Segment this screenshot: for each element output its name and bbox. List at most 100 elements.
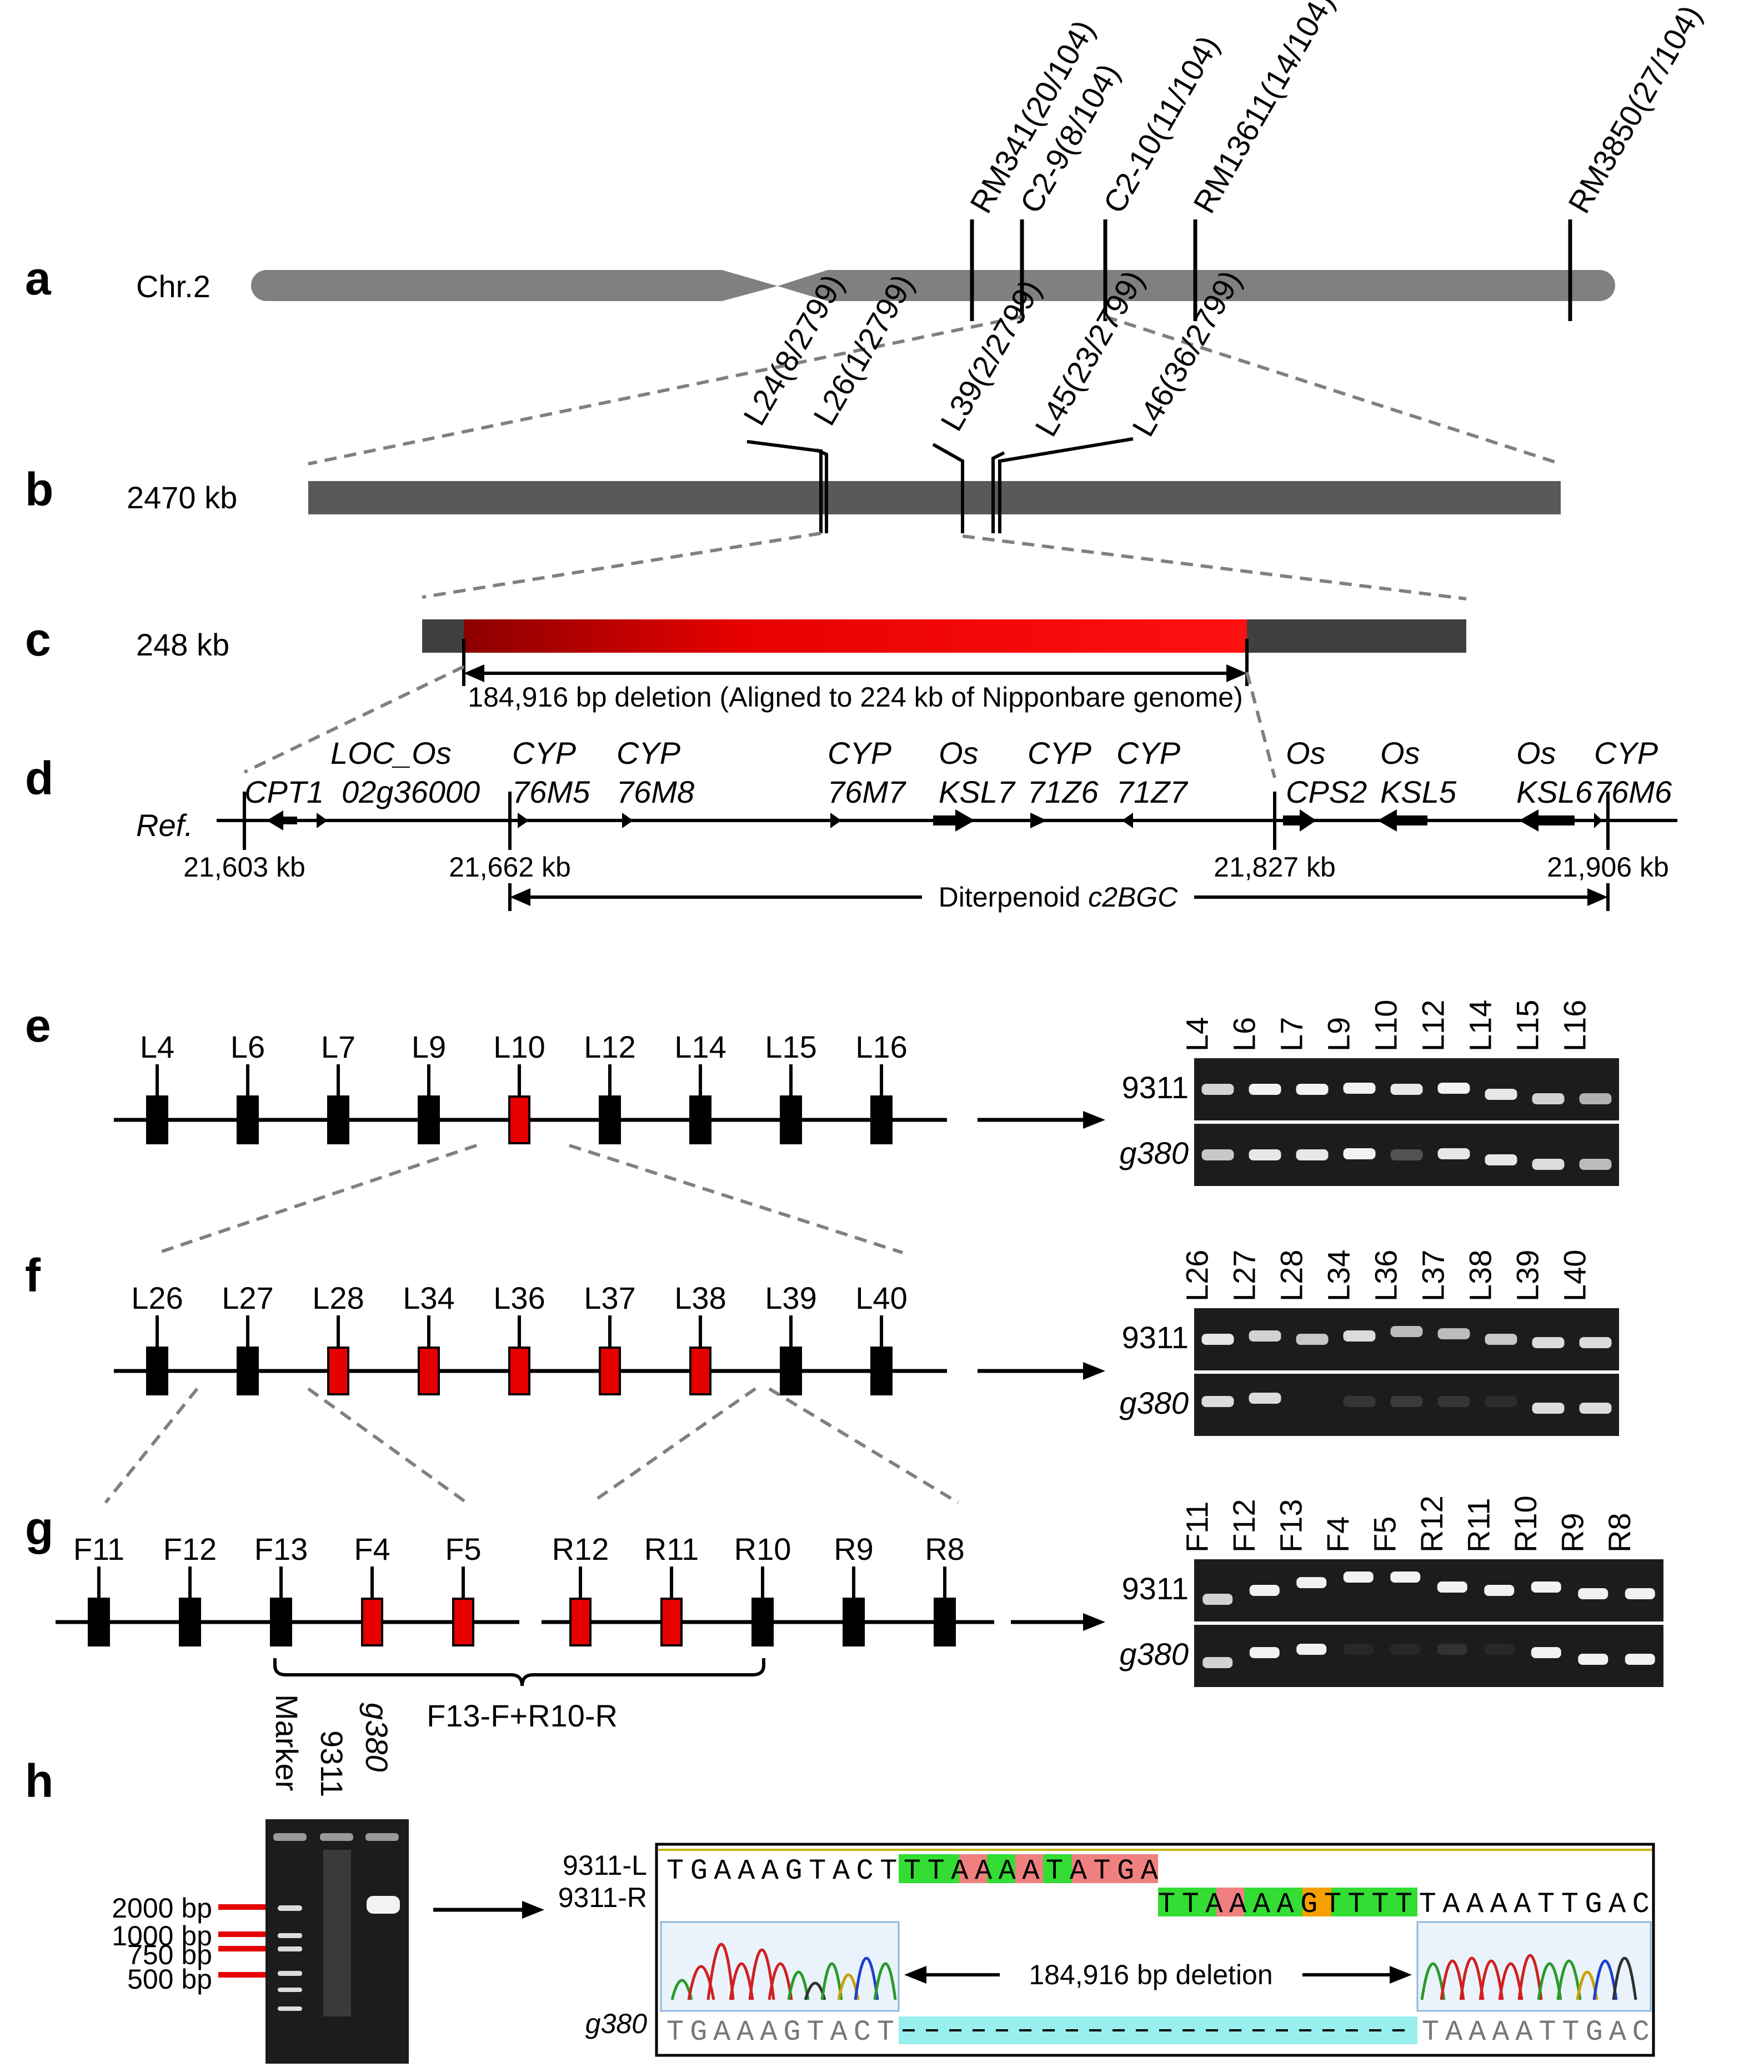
band-9311 xyxy=(1343,1571,1374,1583)
arrow-g xyxy=(1011,1613,1105,1631)
chromosome-2 xyxy=(251,270,1615,301)
gene-label: CYP xyxy=(617,735,680,770)
gene-label: 71Z7 xyxy=(1116,774,1188,809)
lane-label: L34 xyxy=(1321,1250,1356,1302)
row-label-9311: 9311 xyxy=(1122,1070,1189,1105)
gene-label: Os xyxy=(1380,735,1420,770)
band-g380 xyxy=(1201,1149,1234,1160)
band-9311 xyxy=(1296,1334,1329,1345)
position-label: 21,603 kb xyxy=(183,852,305,883)
gene-label: 76M8 xyxy=(617,774,694,809)
deletion-span-arrow xyxy=(904,1966,1412,1984)
position-label: 21,827 kb xyxy=(1214,852,1336,883)
band-9311 xyxy=(1201,1334,1234,1345)
marker-label: R10 xyxy=(734,1532,791,1566)
band-g380 xyxy=(1249,1393,1281,1404)
deleted-marker xyxy=(327,1347,349,1395)
lane-label: g380 xyxy=(359,1703,394,1772)
band-9311 xyxy=(1579,1337,1612,1348)
lane-label: L16 xyxy=(1557,1000,1592,1052)
position-label: 21,906 kb xyxy=(1547,852,1669,883)
band-9311 xyxy=(1390,1326,1423,1337)
gel-h-wells xyxy=(273,1833,399,1841)
present-marker xyxy=(780,1095,802,1144)
marker-label: L28 xyxy=(312,1280,364,1315)
gene-arrow xyxy=(518,813,529,828)
band-9311 xyxy=(1343,1083,1376,1094)
row-label-g380: g380 xyxy=(1119,1385,1189,1420)
sequence-9311-r: TTAAAAGTTTTTAAAATTGAC xyxy=(1158,1888,1650,1921)
marker-label: F12 xyxy=(163,1532,217,1566)
marker-label: F13 xyxy=(254,1532,308,1566)
gene-label: CPT1 xyxy=(244,774,324,809)
deletion-region xyxy=(464,619,1247,653)
marker-label: L26 xyxy=(131,1280,183,1315)
gene-label: CYP xyxy=(1594,735,1658,770)
present-marker xyxy=(780,1347,802,1395)
reference-label: Ref. xyxy=(136,808,193,843)
lane-label: L9 xyxy=(1321,1017,1356,1052)
band-g380 xyxy=(1390,1149,1423,1160)
lane-label: L36 xyxy=(1369,1250,1404,1302)
band-g380 xyxy=(1437,1644,1467,1655)
lane-label: F11 xyxy=(1179,1502,1214,1553)
band-9311 xyxy=(1390,1084,1423,1095)
lane-label: F12 xyxy=(1226,1499,1261,1553)
gene-arrow xyxy=(622,813,633,828)
lane-label: L28 xyxy=(1274,1250,1309,1302)
zoom-lines-f-g xyxy=(104,1387,959,1504)
gene-labels: CPT1 LOC_Os 02g36000 CYP 76M5 CYP 76M8 C… xyxy=(244,735,1672,809)
lane-label: L4 xyxy=(1180,1017,1215,1052)
marker-label: L34 xyxy=(403,1280,454,1315)
row-label-g380: g380 xyxy=(1119,1636,1189,1671)
present-marker xyxy=(237,1095,259,1144)
cluster-label: Diterpenoid c2BGC xyxy=(939,882,1179,913)
marker-label: L12 xyxy=(584,1029,635,1064)
band-g380 xyxy=(1249,1149,1281,1160)
seq-label-9311-r: 9311-R xyxy=(558,1882,647,1913)
gene-arrow xyxy=(1377,809,1427,832)
gene-arrow xyxy=(933,809,975,832)
gene-arrows xyxy=(267,809,1602,832)
sequence-highlights xyxy=(899,1854,1417,2044)
deleted-marker xyxy=(508,1095,530,1144)
deleted-marker xyxy=(418,1347,440,1395)
band-g380 xyxy=(1625,1654,1655,1665)
band-g380 xyxy=(1249,1647,1280,1658)
marker-label: L39 xyxy=(765,1280,816,1315)
gene-label: Os xyxy=(939,735,979,770)
position-ticks xyxy=(243,792,1610,850)
marker-label: RM3850(27/104) xyxy=(1561,0,1708,219)
lane-label: R12 xyxy=(1414,1495,1449,1553)
panel-label-e: e xyxy=(25,999,51,1052)
band-9311 xyxy=(1201,1084,1234,1095)
marker-label: F4 xyxy=(354,1532,390,1566)
lane-label: L40 xyxy=(1557,1250,1592,1302)
band-g380 xyxy=(1579,1403,1612,1414)
row-label-9311: 9311 xyxy=(1122,1571,1189,1606)
sequence-labels: 9311-L 9311-R g380 xyxy=(558,1850,647,2039)
gene-label: 76M7 xyxy=(828,774,906,809)
marker-label: L40 xyxy=(855,1280,907,1315)
lane-label: L15 xyxy=(1510,1000,1545,1052)
region-size-label: 248 kb xyxy=(136,627,229,662)
primer-bracket xyxy=(273,1658,765,1686)
region-2470kb-bar xyxy=(308,481,1561,514)
gene-label: KSL5 xyxy=(1380,774,1457,809)
band-9311 xyxy=(1390,1571,1421,1583)
marker-label: R11 xyxy=(644,1532,699,1566)
ladder-label: 750 bp xyxy=(127,1939,212,1970)
arrow-e xyxy=(978,1111,1105,1129)
deleted-marker xyxy=(689,1347,711,1395)
band-9311 xyxy=(1249,1084,1281,1095)
ladder-markers xyxy=(218,1904,265,1978)
marker-label: L38 xyxy=(674,1280,726,1315)
panel-label-b: b xyxy=(25,463,53,516)
ladder-bands xyxy=(278,1905,302,2011)
band-g380 xyxy=(1484,1644,1515,1655)
zoom-lines-c-d xyxy=(243,665,1276,778)
band-9311 xyxy=(1625,1588,1655,1599)
marker-label: L37 xyxy=(584,1280,635,1315)
